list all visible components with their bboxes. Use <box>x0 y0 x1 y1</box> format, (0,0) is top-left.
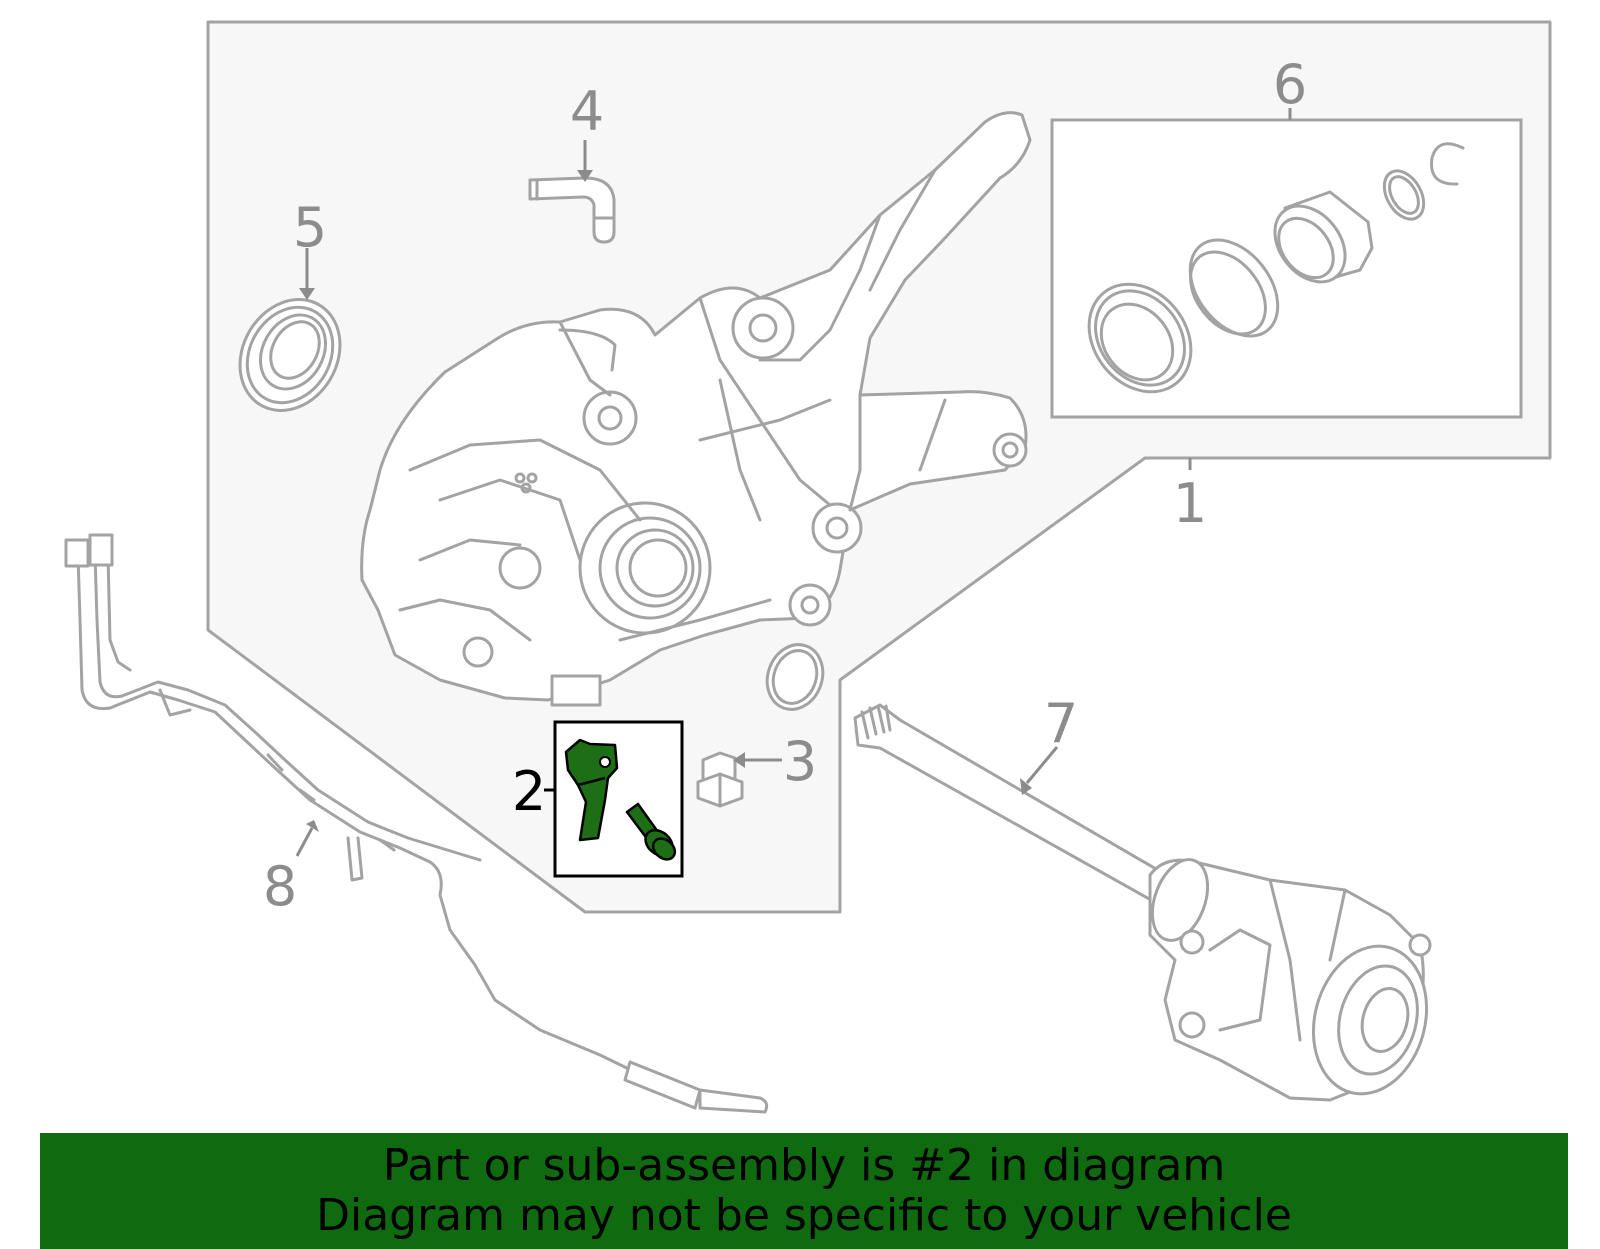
callout-2: 2 <box>512 760 546 823</box>
vent-tube-part <box>528 176 616 244</box>
differential-housing-part <box>360 111 1032 707</box>
callout-4: 4 <box>570 80 604 143</box>
banner-part-line: Part or sub-assembly is #2 in diagram <box>382 1140 1226 1191</box>
callout-3: 3 <box>783 730 817 793</box>
leader-lines <box>295 108 1292 857</box>
highlighted-bolt-part <box>625 802 677 861</box>
o-ring-part <box>765 643 825 711</box>
axle-shaft-part <box>853 703 1432 1102</box>
banner-disclaimer-line: Diagram may not be specific to your vehi… <box>316 1190 1292 1241</box>
callout-7: 7 <box>1044 692 1078 755</box>
callout-5: 5 <box>293 196 327 259</box>
info-banner: Part or sub-assembly is #2 in diagram Di… <box>40 1133 1568 1249</box>
seal-kit-parts <box>1087 142 1465 394</box>
nut-part <box>696 751 744 808</box>
vent-hose-part <box>64 533 769 1114</box>
arrow-heads <box>299 170 1032 832</box>
axle-seal-part <box>238 298 342 412</box>
callout-8: 8 <box>263 855 297 918</box>
callout-6: 6 <box>1273 53 1307 116</box>
callout-1: 1 <box>1173 472 1207 535</box>
highlighted-sensor-part <box>564 738 619 842</box>
